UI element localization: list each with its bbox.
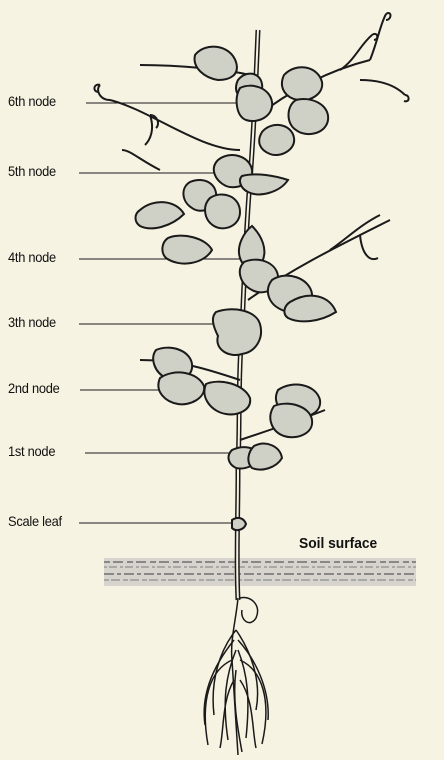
label-3th-node: 3th node	[8, 314, 56, 330]
leaf	[270, 404, 312, 438]
leaf	[237, 86, 273, 121]
leaf	[259, 125, 294, 155]
leaf	[195, 47, 237, 80]
label-2nd-node: 2nd node	[8, 380, 60, 396]
label-scale-leaf: Scale leaf	[8, 513, 62, 529]
label-4th-node: 4th node	[8, 249, 56, 265]
label-6th-node: 6th node	[8, 93, 56, 109]
leaf	[158, 372, 204, 404]
scale-leaf-shape	[232, 518, 246, 530]
leaf	[205, 194, 240, 228]
leaf	[289, 99, 329, 134]
leaf	[213, 309, 261, 355]
roots	[204, 597, 268, 755]
leaf	[240, 174, 288, 194]
label-5th-node: 5th node	[8, 163, 56, 179]
label-soil-surface: Soil surface	[299, 535, 377, 552]
leaf	[204, 382, 250, 415]
leaf	[282, 67, 322, 100]
leaves	[136, 47, 337, 530]
leaf	[136, 202, 185, 228]
soil-band	[104, 558, 416, 586]
label-1st-node: 1st node	[8, 443, 55, 459]
leaf	[248, 444, 282, 470]
